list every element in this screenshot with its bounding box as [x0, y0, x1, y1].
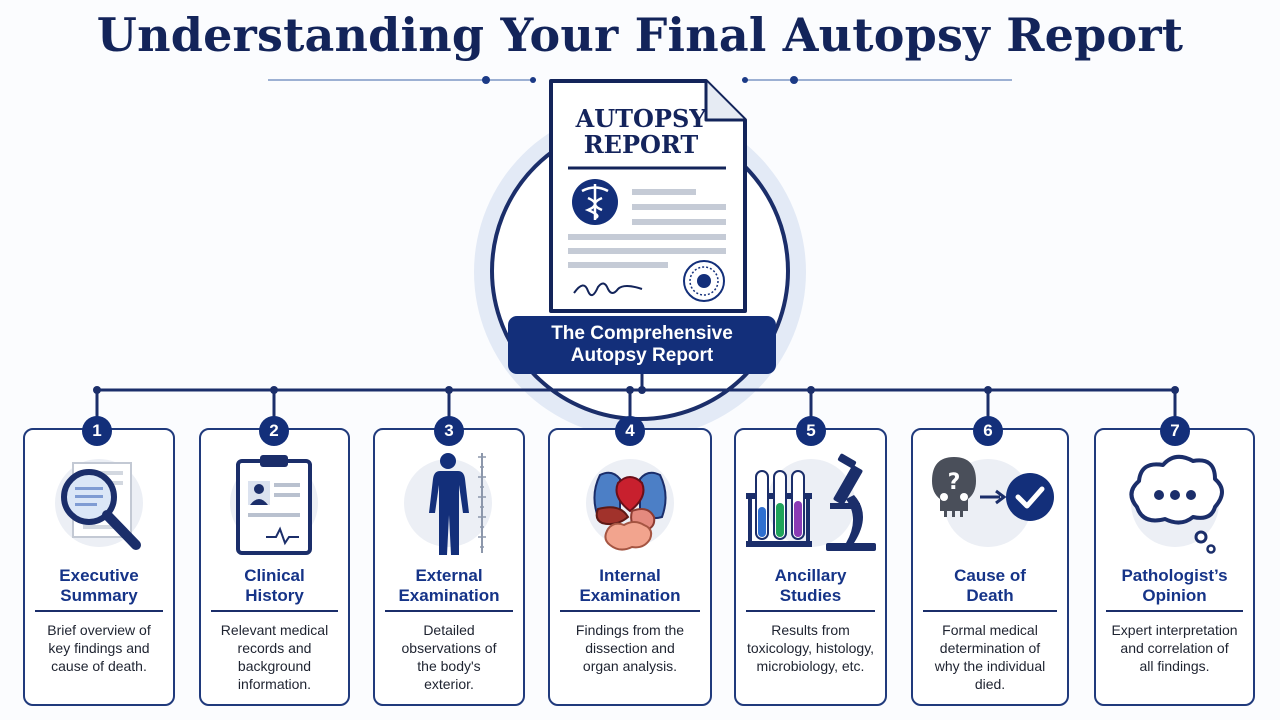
- center-banner: The Comprehensive Autopsy Report: [508, 316, 776, 374]
- section-description: Brief overview of key findings and cause…: [25, 621, 173, 675]
- section-divider: [923, 610, 1057, 612]
- section-description-line: why the individual: [934, 658, 1046, 674]
- title-divider-left: [268, 79, 536, 81]
- section-description: Formal medical determination of why the …: [913, 621, 1067, 693]
- section-description-line: toxicology, histology,: [746, 640, 875, 656]
- section-description-line: key findings and: [48, 640, 150, 656]
- section-description-line: the body's: [417, 658, 481, 674]
- section-description-line: determination of: [939, 640, 1041, 656]
- section-description-line: and correlation of: [1120, 640, 1229, 656]
- section-heading: Internal Examination: [550, 566, 710, 606]
- title-divider-right: [742, 79, 1012, 81]
- section-description: Detailed observations of the body's exte…: [375, 621, 523, 693]
- section-divider: [1106, 610, 1243, 612]
- section-description: Expert interpretation and correlation of…: [1096, 621, 1253, 675]
- center-banner-line1: The Comprehensive: [551, 323, 733, 344]
- section-divider: [560, 610, 700, 612]
- title-divider-dot: [790, 76, 798, 84]
- section-heading: Executive Summary: [25, 566, 173, 606]
- section-description-line: Results from: [771, 622, 850, 638]
- body-silhouette-icon: [429, 453, 486, 555]
- section-number-badge: 5: [796, 416, 826, 446]
- section-number-badge: 1: [82, 416, 112, 446]
- thought-bubble-icon: [1129, 454, 1224, 554]
- section-description-line: exterior.: [424, 676, 474, 692]
- section-heading-line1: Executive: [59, 566, 139, 585]
- section-description: Findings from the dissection and organ a…: [550, 621, 710, 675]
- page-title: Understanding Your Final Autopsy Report: [96, 8, 1184, 62]
- section-divider: [385, 610, 513, 612]
- section-description-line: background: [237, 658, 312, 674]
- title-divider-dot: [742, 77, 748, 83]
- section-heading-line1: Pathologist’s: [1121, 566, 1228, 585]
- section-description-line: Findings from the: [575, 622, 685, 638]
- section-description-line: all findings.: [1139, 658, 1210, 674]
- section-heading-line2: Studies: [779, 586, 842, 605]
- section-description-line: information.: [237, 676, 312, 692]
- section-description-line: Formal medical: [942, 622, 1038, 638]
- section-description-line: dissection and: [585, 640, 675, 656]
- section-heading-line2: Opinion: [1142, 586, 1207, 605]
- section-heading: Pathologist’s Opinion: [1096, 566, 1253, 606]
- section-divider: [35, 610, 163, 612]
- section-description-line: cause of death.: [51, 658, 147, 674]
- section-description-line: microbiology, etc.: [756, 658, 865, 674]
- svg-text:?: ?: [948, 470, 961, 495]
- section-number-badge: 4: [615, 416, 645, 446]
- section-description-line: Relevant medical: [220, 622, 329, 638]
- section-heading-line1: Ancillary: [774, 566, 847, 585]
- center-banner-line2: Autopsy Report: [570, 345, 714, 366]
- section-number-badge: 7: [1160, 416, 1190, 446]
- section-divider: [746, 610, 875, 612]
- section-description: Relevant medical records and background …: [201, 621, 348, 693]
- section-description-line: organ analysis.: [582, 658, 678, 674]
- section-heading-line2: Examination: [579, 586, 681, 605]
- section-heading-line2: Examination: [398, 586, 500, 605]
- section-heading-line1: Cause of: [954, 566, 1026, 585]
- skull-to-checkmark-icon: ?: [932, 457, 1054, 521]
- section-divider: [211, 610, 338, 612]
- clipboard-icon: [236, 455, 312, 555]
- section-description-line: Expert interpretation: [1111, 622, 1238, 638]
- section-number-badge: 2: [259, 416, 289, 446]
- section-description-line: observations of: [401, 640, 497, 656]
- lab-test-tubes-icon: [746, 453, 876, 551]
- section-heading-line2: Death: [966, 586, 1014, 605]
- magnifying-glass-icon: [61, 462, 141, 550]
- title-divider-dot: [530, 77, 536, 83]
- autopsy-report-document: AUTOPSY REPORT: [546, 78, 750, 316]
- section-number-badge: 3: [434, 416, 464, 446]
- section-heading: Ancillary Studies: [736, 566, 885, 606]
- section-heading-line1: External: [415, 566, 483, 585]
- section-description-line: records and: [237, 640, 312, 656]
- section-description-line: Brief overview of: [47, 622, 151, 638]
- section-heading: Clinical History: [201, 566, 348, 606]
- title-divider-dot: [482, 76, 490, 84]
- section-heading-line2: History: [245, 586, 304, 605]
- section-description-line: Detailed: [423, 622, 475, 638]
- document-title-line1: AUTOPSY: [575, 104, 707, 133]
- section-description: Results from toxicology, histology, micr…: [736, 621, 885, 675]
- section-heading-line1: Clinical: [244, 566, 305, 585]
- section-description-line: died.: [974, 676, 1006, 692]
- section-heading-line1: Internal: [599, 566, 661, 585]
- document-title-line2: REPORT: [583, 130, 699, 159]
- organs-icon: [593, 471, 667, 551]
- section-heading-line2: Summary: [60, 586, 138, 605]
- section-card-pathologists-opinion: [1094, 428, 1255, 706]
- section-heading: Cause of Death: [913, 566, 1067, 606]
- section-heading: External Examination: [375, 566, 523, 606]
- section-number-badge: 6: [973, 416, 1003, 446]
